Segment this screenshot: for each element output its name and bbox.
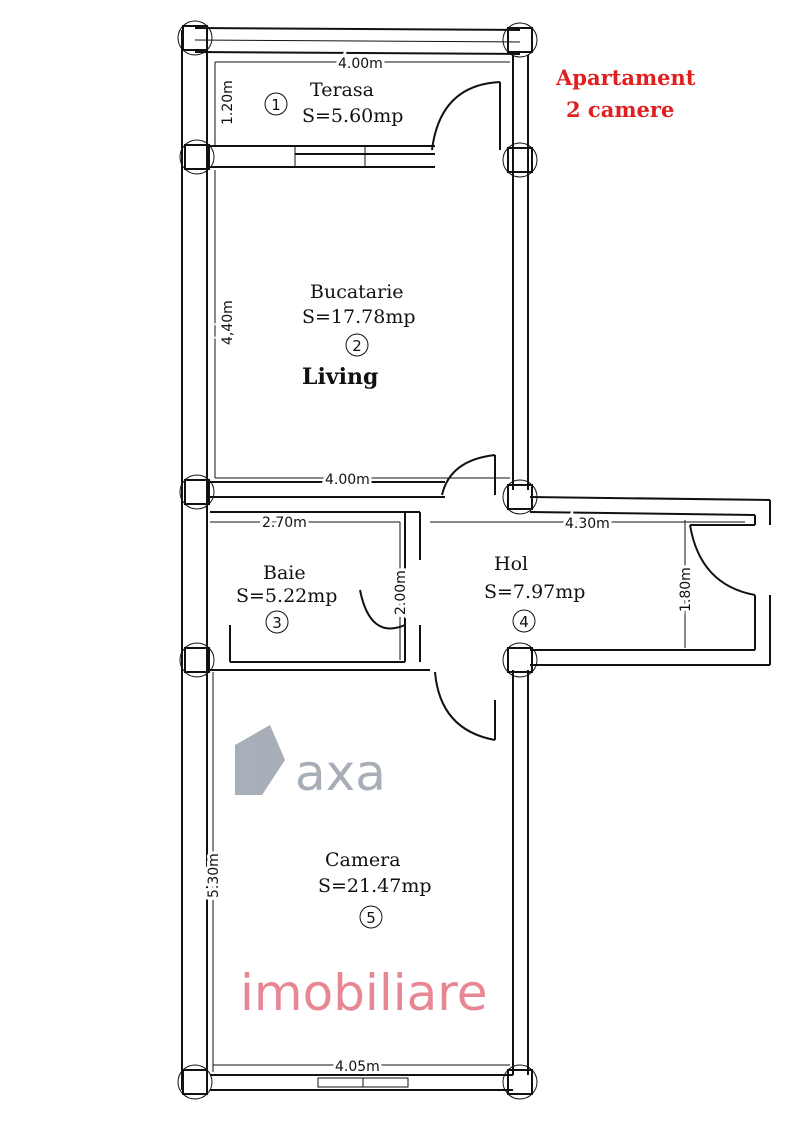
door-camera: [434, 671, 496, 741]
room-hol: Hol S=7.97mp 4: [484, 553, 585, 633]
dim-terasa-width: 4.00m: [338, 56, 383, 72]
plan-title: Apartament 2 camere: [556, 62, 696, 126]
room-number: 3: [272, 614, 282, 632]
door-terasa: [431, 81, 501, 151]
dim-baie-depth: 2.00m: [393, 570, 409, 615]
room-baie: Baie S=5.22mp 3: [236, 562, 337, 634]
dim-camera-width: 4.05m: [335, 1059, 380, 1075]
room-camera: Camera S=21.47mp 5: [318, 849, 432, 929]
door-entrance: [689, 524, 756, 596]
dim-living-width: 4.00m: [325, 472, 370, 488]
watermark-text-axa: axa: [295, 744, 386, 802]
room-bucatarie: Bucatarie S=17.78mp 2 Living: [302, 281, 416, 390]
room-area: S=5.22mp: [236, 585, 337, 607]
dim-hol-width: 4.30m: [565, 516, 610, 532]
room-name: Baie: [263, 562, 306, 584]
room-label-living: Living: [302, 364, 378, 390]
room-area: S=21.47mp: [318, 875, 432, 897]
room-terasa: Terasa S=5.60mp 1: [264, 79, 403, 127]
door-living: [441, 454, 496, 496]
watermark-house-icon: [235, 725, 285, 795]
room-name: Terasa: [310, 79, 374, 101]
room-name: Camera: [325, 849, 401, 871]
dim-living-depth: 4,40m: [220, 300, 236, 345]
room-area: S=7.97mp: [484, 581, 585, 603]
room-number: 1: [271, 96, 281, 114]
dimension-lines: [210, 61, 745, 1072]
title-line2: 2 camere: [566, 97, 675, 122]
watermark-text-imobiliare: imobiliare: [240, 964, 487, 1022]
door-baie: [359, 589, 406, 630]
room-name: Hol: [494, 553, 528, 575]
dim-baie-width: 2.70m: [262, 515, 307, 531]
room-name: Bucatarie: [310, 281, 404, 303]
room-number: 2: [352, 337, 362, 355]
dim-terasa-depth: 1.20m: [220, 80, 236, 125]
columns: [177, 20, 538, 1100]
title-line1: Apartament: [556, 65, 696, 90]
room-number: 4: [519, 613, 529, 631]
dim-camera-depth: 5.30m: [206, 853, 222, 898]
dimension-labels: 4.00m 1.20m 4,40m 4.00m 2.70m 2.00m 4.30…: [203, 53, 697, 1078]
dim-hol-depth: 1.80m: [678, 567, 694, 612]
room-area: S=17.78mp: [302, 306, 416, 328]
room-area: S=5.60mp: [302, 105, 403, 127]
watermark: axa imobiliare: [235, 725, 487, 1022]
doors: [359, 81, 756, 741]
room-number: 5: [366, 909, 376, 927]
walls: [181, 27, 771, 1091]
